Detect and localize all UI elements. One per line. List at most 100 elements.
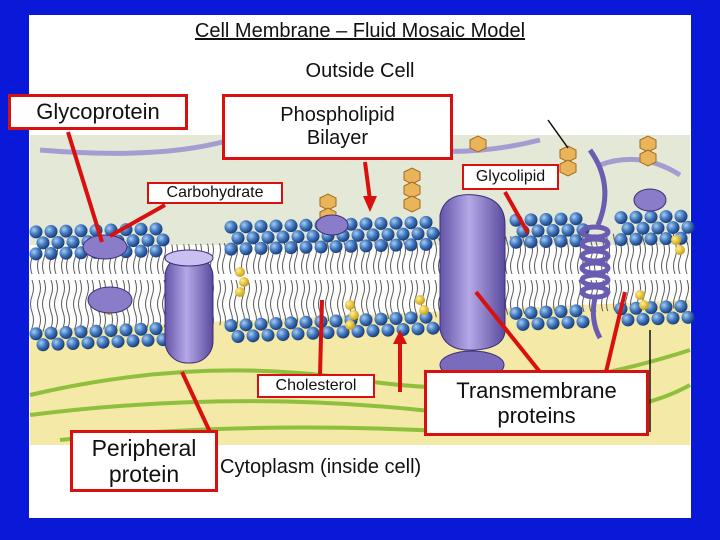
phospholipid-head	[351, 324, 365, 338]
phospholipid-head	[141, 333, 155, 347]
phospholipid-head	[134, 322, 148, 336]
phospholipid-head	[44, 224, 58, 238]
phospholipid-head	[299, 315, 313, 329]
phospholipid-head	[66, 336, 80, 350]
phospholipid-head	[554, 212, 568, 226]
outside-cell-label: Outside Cell	[305, 60, 415, 82]
phospholipid-head	[666, 221, 680, 235]
phospholipid-head	[411, 322, 425, 336]
phospholipid-head	[306, 229, 320, 243]
phospholipid-head	[651, 221, 665, 235]
phospholipid-head	[524, 213, 538, 227]
phospholipid-head	[329, 314, 343, 328]
phospholipid-head	[111, 335, 125, 349]
phospholipid-head	[374, 216, 388, 230]
phospholipid-head	[126, 234, 140, 248]
phospholipid-head	[659, 210, 673, 224]
phospholipid-head	[381, 227, 395, 241]
phospholipid-head	[254, 219, 268, 233]
phospholipid-head	[59, 224, 73, 238]
phospholipid-head	[546, 316, 560, 330]
phospholipid-head	[509, 306, 523, 320]
phospholipid-head	[74, 325, 88, 339]
phospholipid-head	[29, 247, 43, 261]
phospholipid-head	[81, 336, 95, 350]
phospholipid-head	[614, 211, 628, 225]
phospholipid-head	[239, 220, 253, 234]
phospholipid-head	[329, 240, 343, 254]
alpha-helix-protein	[579, 148, 611, 340]
phospholipid-head	[389, 311, 403, 325]
phospholipid-head	[224, 318, 238, 332]
phospholipid-head	[404, 216, 418, 230]
phospholipid-head	[231, 231, 245, 245]
phospholipid-head	[539, 234, 553, 248]
carbohydrate-chains	[319, 135, 657, 225]
phospholipid-head	[659, 232, 673, 246]
carbohydrate-text: Carbohydrate	[166, 183, 264, 201]
phospholipid-head	[254, 317, 268, 331]
phospholipid-head	[299, 218, 313, 232]
phospholipid-head	[666, 311, 680, 325]
phospholipid-head	[156, 233, 170, 247]
phospholipid-head	[539, 212, 553, 226]
phospholipid-head	[561, 315, 575, 329]
phospholipid-head	[674, 299, 688, 313]
phospholipid-head	[231, 329, 245, 343]
phospholipid-head	[681, 220, 695, 234]
phospholipid-head	[261, 230, 275, 244]
phospholipid-head	[644, 210, 658, 224]
phospholipid-head	[149, 244, 163, 258]
phospholipid-head	[374, 238, 388, 252]
phospholipid-head	[314, 240, 328, 254]
phospholipid-head	[276, 328, 290, 342]
phospholipid-head	[629, 210, 643, 224]
phospholipid-head	[59, 246, 73, 260]
phospholipid-head	[554, 234, 568, 248]
phospholipid-head	[621, 222, 635, 236]
phospholipid-head	[359, 313, 373, 327]
phospholipid-head	[681, 310, 695, 324]
phospholipid-head	[276, 230, 290, 244]
glycoprotein-text: Glycoprotein	[36, 99, 160, 125]
glycoprotein-label: Glycoprotein	[8, 94, 188, 130]
phospholipid-head	[576, 315, 590, 329]
phospholipid-head	[36, 236, 50, 250]
phospholipid-bilayer-label: Phospholipid Bilayer	[222, 94, 453, 160]
phospholipid-head	[374, 312, 388, 326]
phospholipid-bilayer-text: Phospholipid Bilayer	[280, 104, 395, 149]
cholesterol-text: Cholesterol	[275, 376, 357, 394]
phospholipid-head	[126, 334, 140, 348]
phospholipid-head	[134, 244, 148, 258]
phospholipid-head	[404, 311, 418, 325]
phospholipid-head	[321, 326, 335, 340]
phospholipid-head	[291, 327, 305, 341]
phospholipid-head	[149, 322, 163, 336]
phospholipid-head	[224, 220, 238, 234]
phospholipid-head	[509, 235, 523, 249]
phospholipid-head	[239, 318, 253, 332]
inner-leaflet-heads	[29, 299, 695, 352]
phospholipid-head	[119, 323, 133, 337]
phospholipid-head	[366, 324, 380, 338]
phospholipid-head	[344, 239, 358, 253]
phospholipid-head	[149, 222, 163, 236]
phospholipid-head	[426, 226, 440, 240]
phospholipid-head	[419, 237, 433, 251]
phospholipid-head	[411, 227, 425, 241]
phospholipid-head	[74, 224, 88, 238]
phospholipid-head	[561, 223, 575, 237]
phospholipid-head	[359, 239, 373, 253]
phospholipid-head	[239, 242, 253, 256]
phospholipid-head	[66, 235, 80, 249]
peripheral-protein-label: Peripheral protein	[70, 430, 218, 492]
glycolipid-text: Glycolipid	[475, 167, 546, 185]
phospholipid-head	[29, 327, 43, 341]
phospholipid-head	[524, 235, 538, 249]
phospholipid-head	[389, 216, 403, 230]
phospholipid-head	[269, 241, 283, 255]
phospholipid-head	[254, 241, 268, 255]
phospholipid-head	[546, 223, 560, 237]
phospholipid-head	[554, 304, 568, 318]
phospholipid-head	[284, 316, 298, 330]
